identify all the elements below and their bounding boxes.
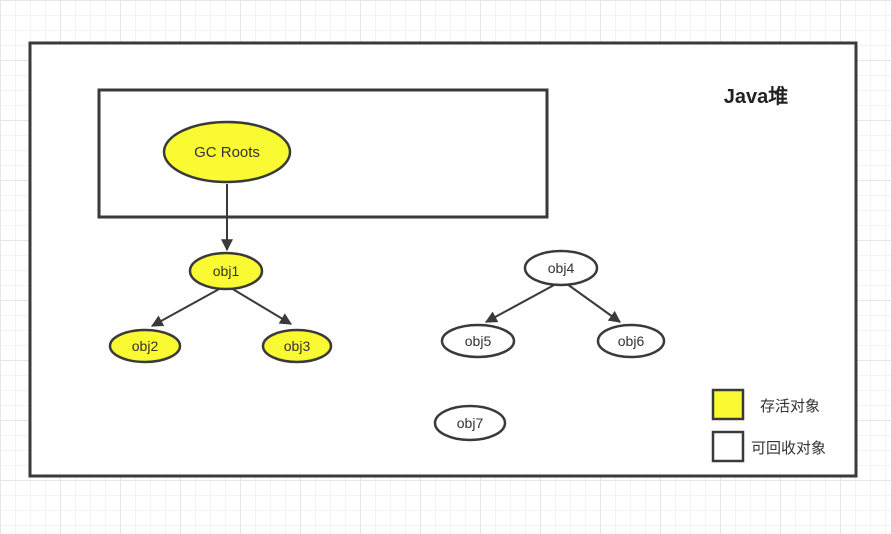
obj2-ellipse: [108, 328, 182, 364]
legend-collectible-swatch: [711, 430, 745, 463]
obj7-ellipse: [433, 404, 507, 442]
edge-obj1-obj3: [230, 287, 293, 325]
obj4-label: obj4: [548, 260, 575, 276]
node-obj2: obj2: [108, 328, 182, 364]
obj1-label: obj1: [213, 263, 240, 279]
obj6-label: obj6: [618, 333, 645, 349]
edge-obj4-obj5: [484, 283, 557, 323]
legend-item-collectible: 可回收对象: [711, 430, 826, 463]
gc-roots-label: GC Roots: [194, 144, 260, 161]
obj5-label: obj5: [465, 333, 492, 349]
node-obj7: obj7: [433, 404, 507, 442]
node-obj5: obj5: [440, 323, 516, 359]
heap-title: Java堆: [724, 84, 789, 108]
edge-obj1-obj2: [150, 287, 222, 327]
obj5-ellipse: [440, 323, 516, 359]
node-obj3: obj3: [261, 328, 333, 364]
legend-alive-swatch: [711, 388, 745, 421]
obj3-label: obj3: [284, 338, 311, 354]
edge-obj4-obj6: [566, 283, 621, 323]
obj7-label: obj7: [457, 415, 484, 431]
node-obj1: obj1: [188, 251, 264, 291]
legend-item-alive: 存活对象: [711, 388, 820, 421]
node-gc-roots: GC Roots: [162, 120, 292, 184]
node-obj4: obj4: [523, 249, 599, 287]
obj3-ellipse: [261, 328, 333, 364]
legend-alive-label: 存活对象: [760, 398, 820, 415]
obj1-ellipse: [188, 251, 264, 291]
node-obj6: obj6: [596, 323, 666, 359]
legend: 存活对象 可回收对象: [711, 388, 826, 463]
legend-collectible-label: 可回收对象: [751, 440, 826, 457]
obj6-ellipse: [596, 323, 666, 359]
gc-roots-ellipse: [162, 120, 292, 184]
obj2-label: obj2: [132, 338, 159, 354]
obj4-ellipse: [523, 249, 599, 287]
